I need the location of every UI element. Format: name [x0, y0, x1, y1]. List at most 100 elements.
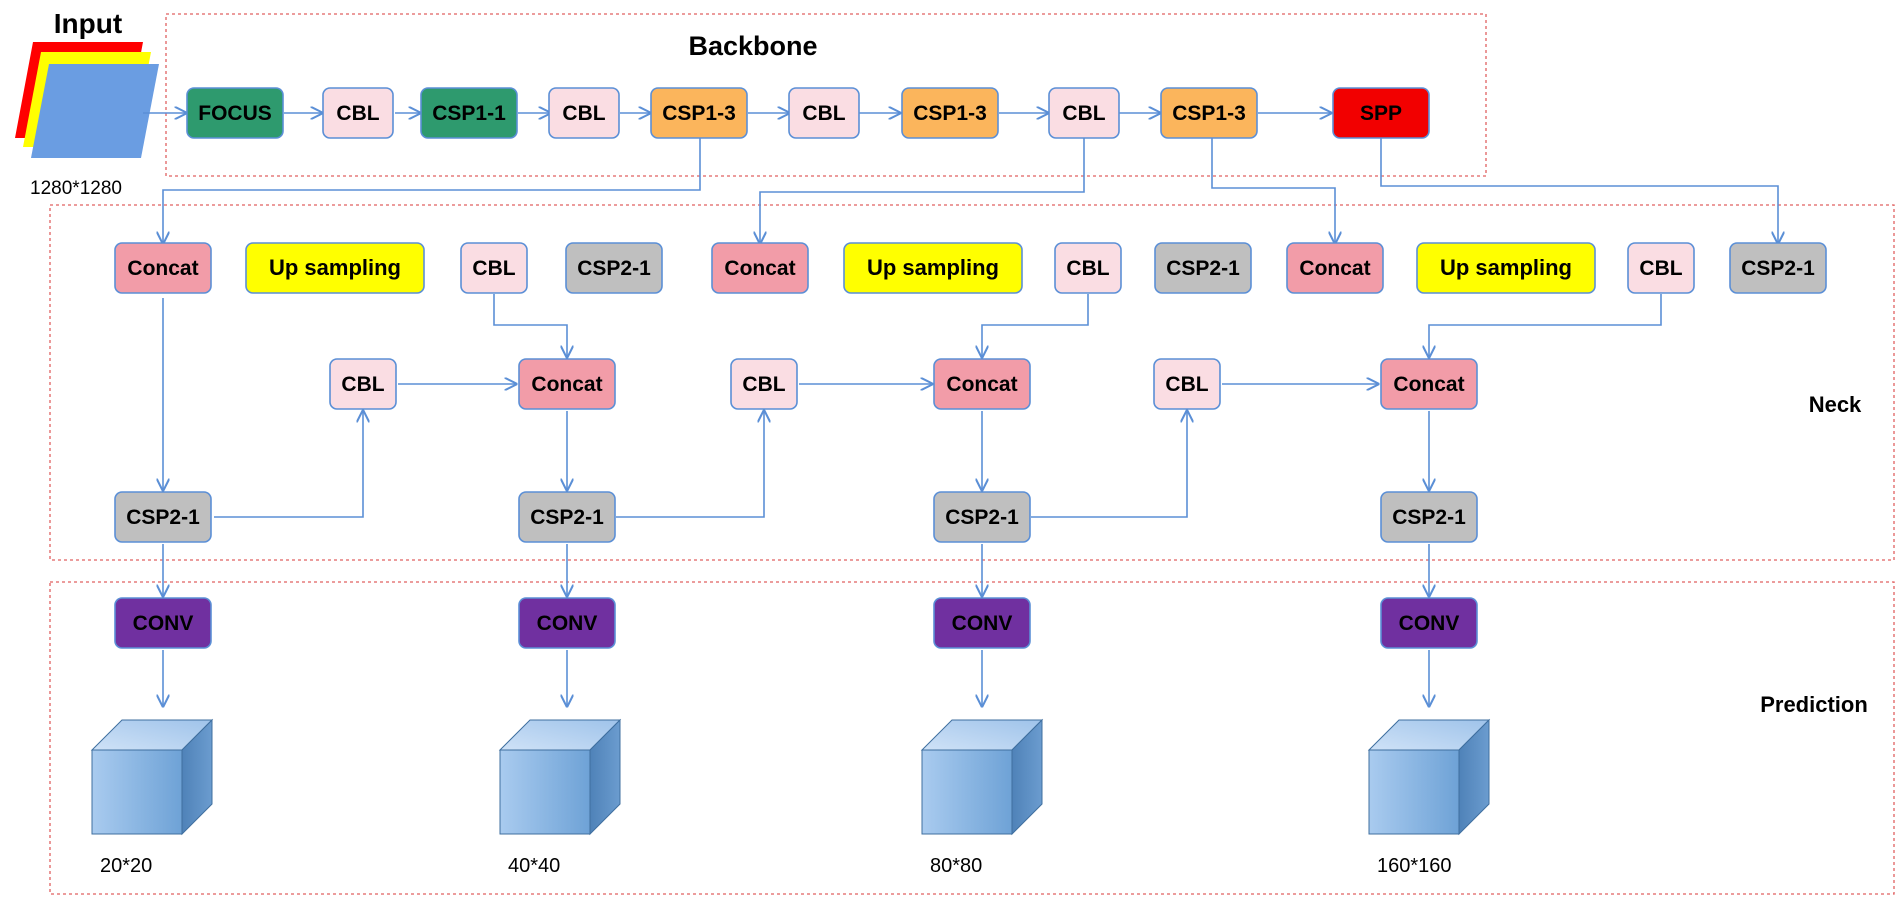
- neck-mid-concat-box: [933, 358, 1031, 410]
- output-feature-cube: [498, 718, 622, 836]
- neck-top-up-sampling-label: Up sampling: [1440, 255, 1572, 280]
- backbone-cbl-label: CBL: [336, 102, 379, 125]
- neck-top-csp2-1-node: CSP2-1: [1729, 242, 1827, 294]
- neck-top-csp2-1-node: CSP2-1: [1154, 242, 1252, 294]
- prediction-title: Prediction: [1760, 692, 1868, 717]
- neck-bottom-csp2-1-node: CSP2-1: [933, 491, 1031, 543]
- neck-bottom-csp2-1-label: CSP2-1: [1392, 506, 1466, 529]
- neck-mid-cbl-box: [329, 358, 397, 410]
- neck-top-concat-box: [711, 242, 809, 294]
- backbone-csp1-1-label: CSP1-1: [432, 102, 506, 125]
- backbone-csp1-3-node: CSP1-3: [1160, 87, 1258, 139]
- backbone-csp1-3-box: [1160, 87, 1258, 139]
- neck-bottom-csp2-1-box: [114, 491, 212, 543]
- backbone-csp1-3-label: CSP1-3: [913, 102, 987, 125]
- neck-mid-cbl-label: CBL: [341, 373, 384, 396]
- conv-3-conv-box: [933, 597, 1031, 649]
- neck-top-cbl-label: CBL: [472, 257, 515, 280]
- arrow-spp-csp21: [1380, 137, 1778, 243]
- backbone-cbl-node: CBL: [788, 87, 860, 139]
- arrow-csp13a-concat1: [163, 137, 701, 243]
- backbone-focus-label: FOCUS: [198, 102, 272, 125]
- neck-mid-cbl-box: [730, 358, 798, 410]
- backbone-csp1-3-box: [650, 87, 748, 139]
- neck-top-up-sampling-box: [843, 242, 1023, 294]
- neck-top-concat-box: [1286, 242, 1384, 294]
- neck-top-cbl-box: [460, 242, 528, 294]
- neck-title: Neck: [1809, 392, 1862, 417]
- backbone-csp1-1-box: [420, 87, 518, 139]
- neck-bottom-csp2-1-label: CSP2-1: [530, 506, 604, 529]
- output-feature-cube: [920, 718, 1044, 836]
- neck-mid-cbl-label: CBL: [1165, 373, 1208, 396]
- neck-mid-cbl-box: [1153, 358, 1221, 410]
- neck-top-up-sampling-label: Up sampling: [867, 255, 999, 280]
- output-size-label: 40*40: [508, 855, 560, 877]
- neck-top-cbl-label: CBL: [1639, 257, 1682, 280]
- neck-top-cbl-node: CBL: [1054, 242, 1122, 294]
- neck-bottom-csp2-1-node: CSP2-1: [518, 491, 616, 543]
- backbone-cbl-box: [322, 87, 394, 139]
- neck-top-csp2-1-label: CSP2-1: [1741, 257, 1815, 280]
- input-title: Input: [54, 8, 122, 39]
- backbone-cbl-node: CBL: [1048, 87, 1120, 139]
- neck-top-up-sampling-label: Up sampling: [269, 255, 401, 280]
- arrow-csp21a-cblm1: [214, 411, 363, 518]
- neck-bottom-csp2-1-box: [518, 491, 616, 543]
- neck-top-csp2-1-box: [565, 242, 663, 294]
- connection-lines: [143, 113, 1778, 706]
- backbone-spp-label: SPP: [1360, 102, 1402, 125]
- output-size-label: 20*20: [100, 855, 152, 877]
- neck-mid-cbl-label: CBL: [742, 373, 785, 396]
- neck-top-cbl-box: [1627, 242, 1695, 294]
- arrow-csp13c-concat3: [1211, 137, 1335, 243]
- neck-frame: [49, 204, 1895, 561]
- backbone-spp-box: [1332, 87, 1430, 139]
- backbone-cbl-box: [788, 87, 860, 139]
- neck-top-csp2-1-box: [1729, 242, 1827, 294]
- backbone-csp1-3-label: CSP1-3: [1172, 102, 1246, 125]
- neck-top-concat-node: Concat: [114, 242, 212, 294]
- conv-1-conv-node: CONV: [114, 597, 212, 649]
- output-feature-cube: [90, 718, 214, 836]
- neck-mid-concat-node: Concat: [518, 358, 616, 410]
- backbone-cbl-label: CBL: [802, 102, 845, 125]
- input-size-label: 1280*1280: [30, 178, 122, 199]
- neck-mid-concat-node: Concat: [933, 358, 1031, 410]
- backbone-spp-node: SPP: [1332, 87, 1430, 139]
- neck-top-csp2-1-label: CSP2-1: [1166, 257, 1240, 280]
- backbone-focus-box: [186, 87, 284, 139]
- neck-mid-concat-box: [518, 358, 616, 410]
- neck-top-concat-box: [114, 242, 212, 294]
- cube-front-face: [499, 749, 591, 835]
- backbone-cbl-node: CBL: [322, 87, 394, 139]
- backbone-csp1-3-label: CSP1-3: [662, 102, 736, 125]
- output-feature-cube: [1367, 718, 1491, 836]
- backbone-cbl-box: [1048, 87, 1120, 139]
- neck-mid-cbl-node: CBL: [329, 358, 397, 410]
- arrow-cbl-concatm2: [982, 294, 1089, 357]
- neck-mid-concat-box: [1380, 358, 1478, 410]
- backbone-csp1-3-box: [901, 87, 999, 139]
- neck-mid-concat-node: Concat: [1380, 358, 1478, 410]
- neck-bottom-csp2-1-box: [933, 491, 1031, 543]
- conv-2-conv-node: CONV: [518, 597, 616, 649]
- neck-top-cbl-box: [1054, 242, 1122, 294]
- neck-top-concat-label: Concat: [724, 257, 795, 280]
- neck-top-up-sampling-node: Up sampling: [843, 242, 1023, 294]
- backbone-frame: [165, 13, 1487, 177]
- backbone-cbl-label: CBL: [562, 102, 605, 125]
- cube-front-face: [921, 749, 1013, 835]
- arrow-cbl-concatm3: [1429, 294, 1662, 357]
- conv-1-conv-label: CONV: [133, 612, 194, 635]
- neck-mid-concat-label: Concat: [531, 373, 602, 396]
- conv-3-conv-label: CONV: [952, 612, 1013, 635]
- neck-top-concat-label: Concat: [127, 257, 198, 280]
- arrow-cbl-concatm1: [493, 294, 567, 357]
- neck-top-cbl-label: CBL: [1066, 257, 1109, 280]
- arrow-cbl-concat2: [760, 137, 1085, 243]
- conv-2-conv-label: CONV: [537, 612, 598, 635]
- neck-bottom-csp2-1-node: CSP2-1: [114, 491, 212, 543]
